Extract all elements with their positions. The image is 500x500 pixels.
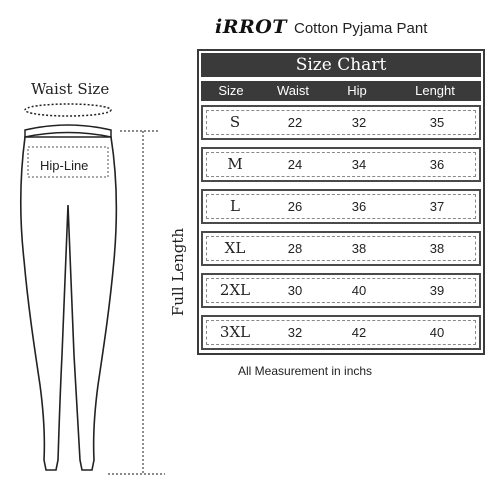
product-name: Cotton Pyjama Pant <box>294 20 428 37</box>
column-header-length: Lenght <box>415 83 455 98</box>
pant-diagram <box>19 103 165 475</box>
size-cell: 2XL <box>219 281 251 299</box>
hip-cell: 32 <box>351 115 367 130</box>
column-header-size: Size <box>218 83 244 98</box>
waist-cell: 22 <box>287 115 303 130</box>
hip-line-box <box>27 146 109 178</box>
length-cell: 39 <box>429 283 445 298</box>
waist-cell: 24 <box>287 157 303 172</box>
waist-cell: 28 <box>287 241 303 256</box>
hip-cell: 38 <box>351 241 367 256</box>
column-header-hip: Hip <box>347 83 367 98</box>
waist-size-label: Waist Size <box>31 80 110 98</box>
pant-outline <box>19 136 118 471</box>
size-cell: M <box>227 155 243 173</box>
length-cell: 38 <box>429 241 445 256</box>
waist-cell: 26 <box>287 199 303 214</box>
table-row: 3XL 32 42 40 <box>201 315 481 350</box>
waist-cell: 32 <box>287 325 303 340</box>
size-cell: XL <box>224 239 246 257</box>
length-cell: 36 <box>429 157 445 172</box>
product-title: iRROT Cotton Pyjama Pant <box>215 16 427 44</box>
table-row: S 22 32 35 <box>201 105 481 140</box>
hip-line-label: Hip-Line <box>40 158 89 173</box>
hip-cell: 40 <box>351 283 367 298</box>
hip-cell: 36 <box>351 199 367 214</box>
table-row: XL 28 38 38 <box>201 231 481 266</box>
table-header-row: Size Waist Hip Lenght <box>201 81 481 101</box>
table-row: L 26 36 37 <box>201 189 481 224</box>
size-chart-title: Size Chart <box>201 53 481 77</box>
size-cell: S <box>229 113 241 131</box>
length-cell: 37 <box>429 199 445 214</box>
size-cell: L <box>230 197 240 215</box>
waist-cell: 30 <box>287 283 303 298</box>
length-cell: 40 <box>429 325 445 340</box>
length-cell: 35 <box>429 115 445 130</box>
size-cell: 3XL <box>219 323 251 341</box>
brand-logo: iRROT <box>215 16 287 38</box>
waistband <box>24 124 112 138</box>
table-row: 2XL 30 40 39 <box>201 273 481 308</box>
column-header-waist: Waist <box>276 83 310 98</box>
hip-cell: 34 <box>351 157 367 172</box>
waist-ellipse <box>24 103 112 117</box>
hip-cell: 42 <box>351 325 367 340</box>
full-length-label: Full Length <box>169 227 187 317</box>
measurement-note: All Measurement in inchs <box>238 364 373 378</box>
table-row: M 24 34 36 <box>201 147 481 182</box>
